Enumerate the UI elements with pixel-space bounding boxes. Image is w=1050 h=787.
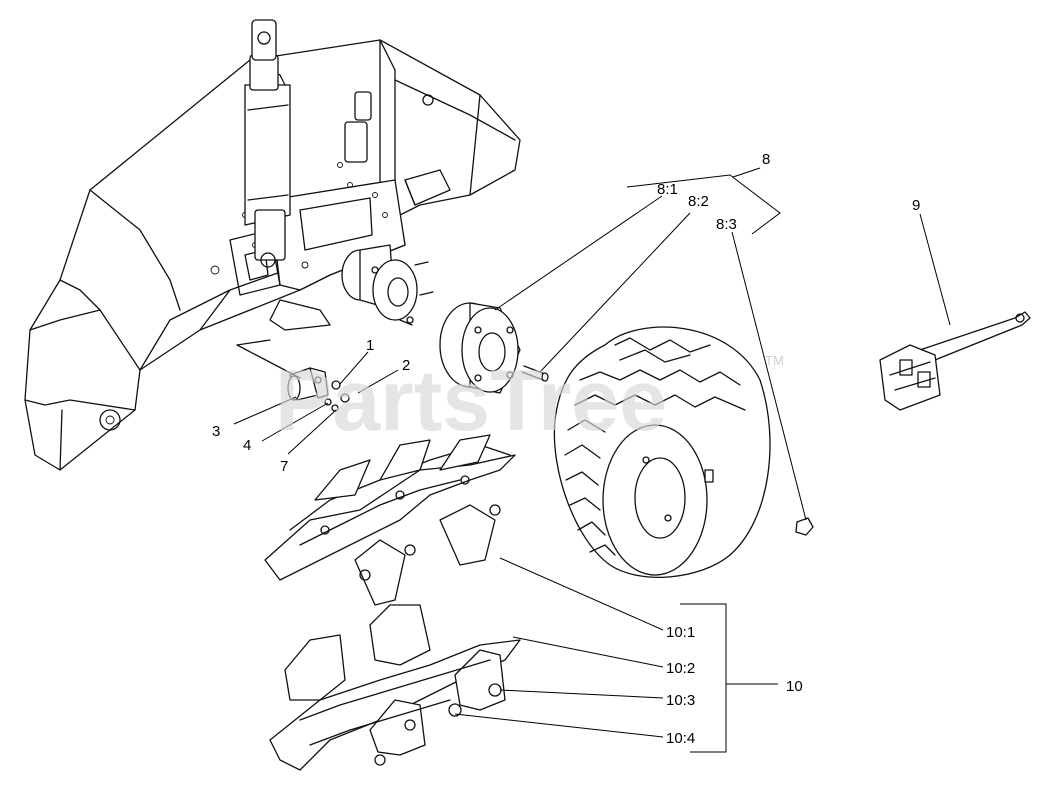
callout-10: 10	[786, 678, 803, 695]
callout-3: 3	[212, 423, 220, 440]
watermark-trademark: TM	[765, 353, 784, 368]
watermark: PartsTree	[275, 353, 667, 449]
callout-9: 9	[912, 197, 920, 214]
callout-10-4: 10:4	[666, 730, 695, 747]
track-assembly-lower	[269, 604, 521, 771]
wheel-adapter	[439, 302, 521, 394]
track-assembly-upper	[264, 434, 516, 606]
callout-10-2: 10:2	[666, 660, 695, 677]
leader-lines	[233, 167, 951, 753]
callout-8-1: 8:1	[657, 181, 678, 198]
wheel-hub	[341, 244, 434, 326]
callout-2: 2	[402, 357, 410, 374]
tire	[553, 326, 771, 578]
callout-8-2: 8:2	[688, 193, 709, 210]
callout-4: 4	[243, 437, 251, 454]
callout-1: 1	[366, 337, 374, 354]
lift-cylinder	[244, 19, 291, 268]
callout-7: 7	[280, 458, 288, 475]
wheel-stud	[521, 365, 549, 382]
callout-8: 8	[762, 151, 770, 168]
callout-8-3: 8:3	[716, 216, 737, 233]
lever-tool	[879, 311, 1031, 411]
callout-10-3: 10:3	[666, 692, 695, 709]
lug-nut	[795, 517, 814, 536]
callout-labels: 1 2 3 4 7 8 8:1 8:2 8:3 9 10 10:1 10:2 1…	[212, 151, 920, 747]
callout-10-1: 10:1	[666, 624, 695, 641]
